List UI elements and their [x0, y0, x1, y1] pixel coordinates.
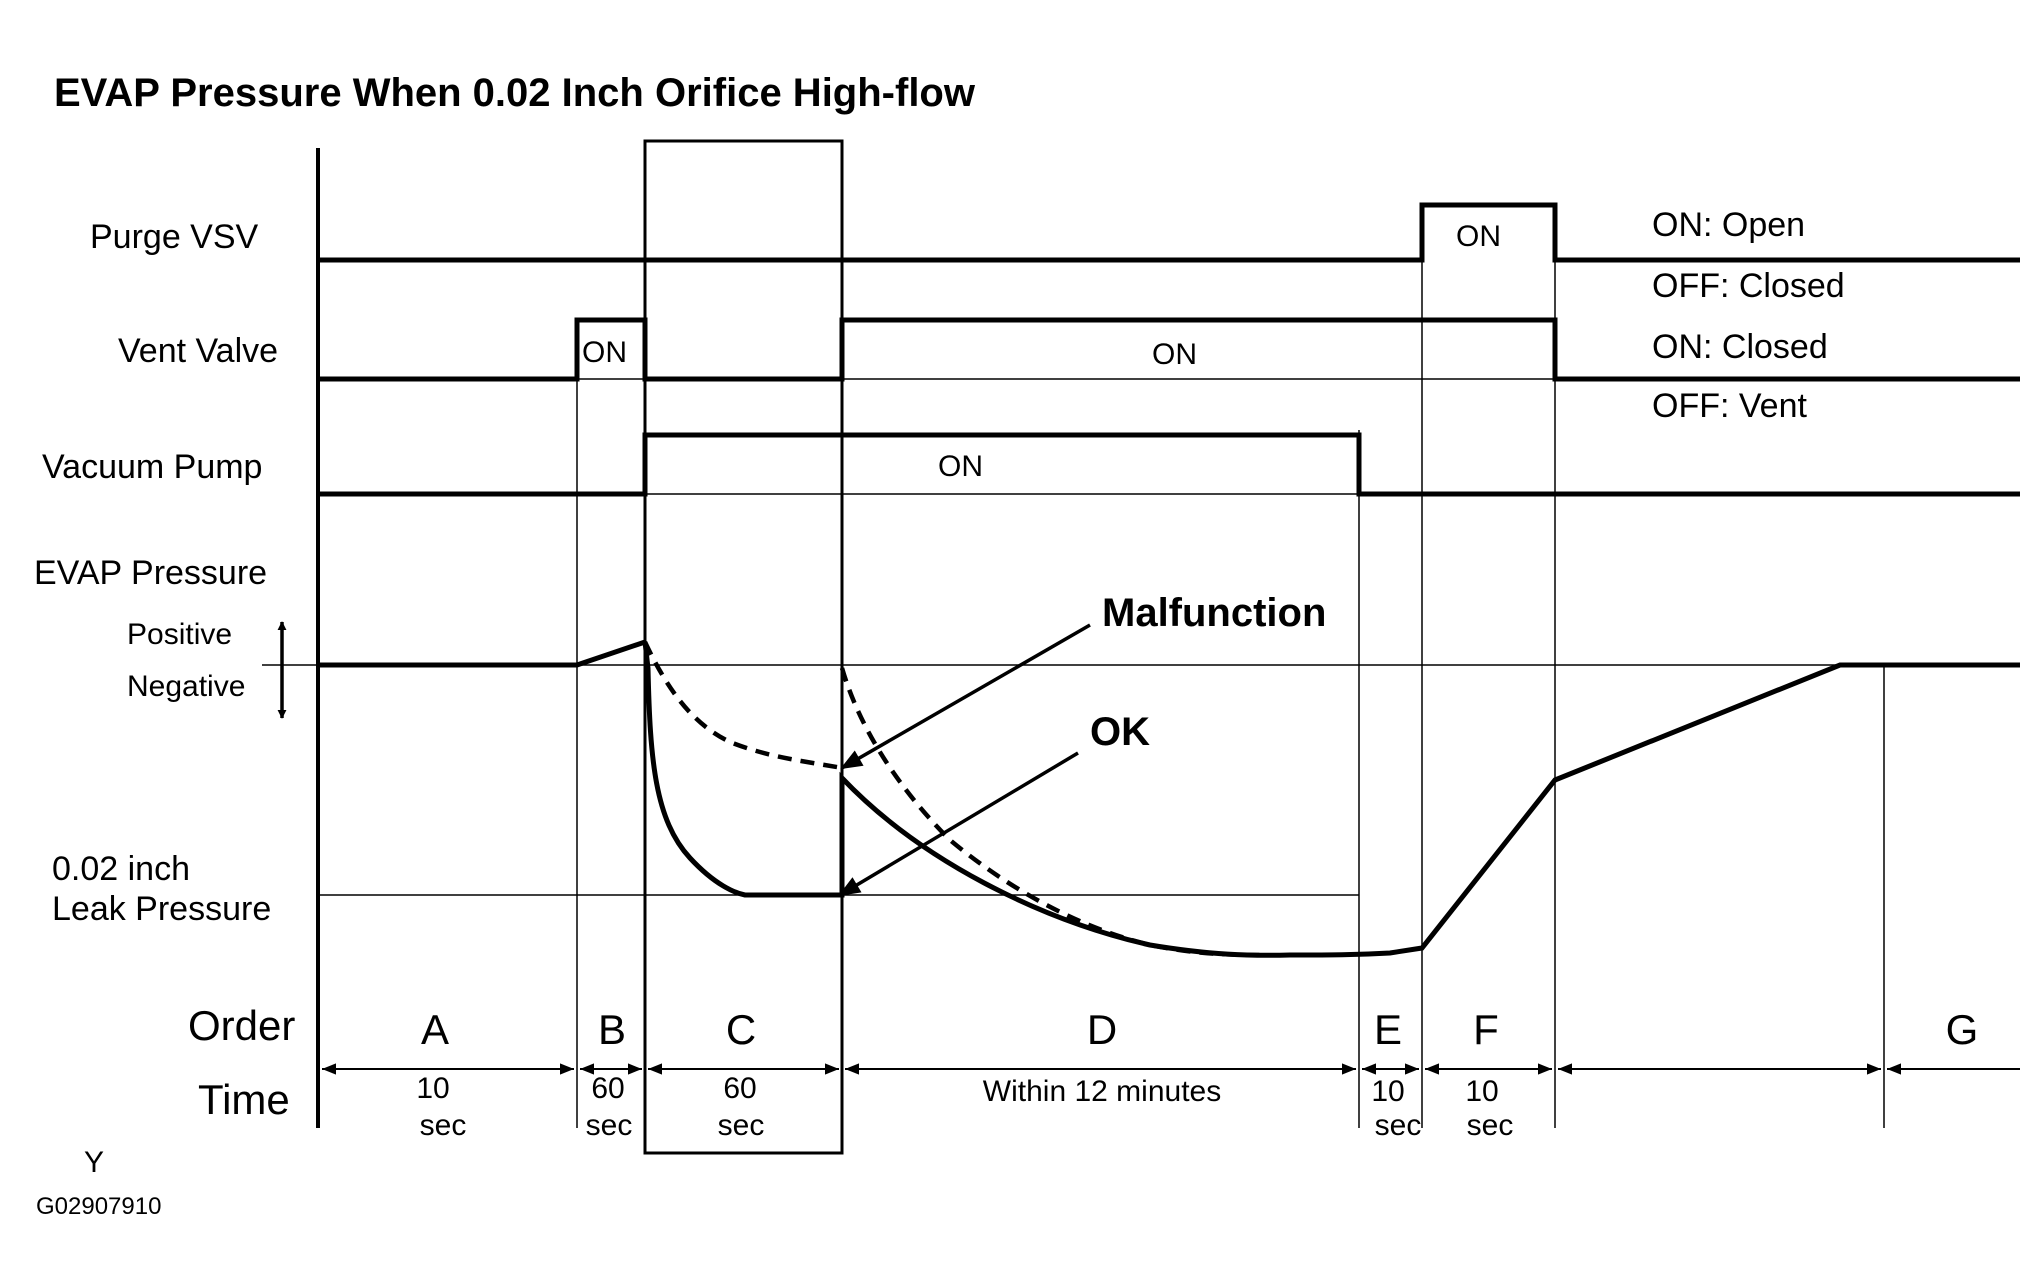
time-a-value: 10 [416, 1072, 449, 1105]
order-steps: A B C D E F G [421, 1006, 1978, 1053]
negative-label: Negative [127, 670, 245, 703]
vent-valve-label: Vent Valve [118, 332, 278, 370]
time-b-unit: sec [586, 1109, 633, 1142]
time-c-value: 60 [723, 1072, 756, 1105]
time-f-unit: sec [1467, 1109, 1514, 1142]
time-e-value: 10 [1371, 1075, 1404, 1108]
malfunction-arrow-icon [840, 623, 1091, 770]
phase-boundaries [576, 258, 1885, 1128]
footer-mark: Y [84, 1146, 104, 1179]
order-row-label: Order [188, 1002, 295, 1049]
diagram-title: EVAP Pressure When 0.02 Inch Orifice Hig… [54, 71, 976, 115]
vent-valve-legend-off: OFF: Vent [1652, 387, 1807, 425]
time-d-value: Within 12 minutes [983, 1075, 1221, 1108]
leak-pressure-label-line2: Leak Pressure [52, 890, 271, 928]
order-step-e: E [1374, 1006, 1402, 1053]
purge-vsv-on-text: ON [1456, 220, 1501, 253]
time-values: 10 sec 60 sec 60 sec Within 12 minutes 1… [416, 1072, 1513, 1142]
vent-valve-signal [318, 317, 2020, 382]
ok-label: OK [1090, 710, 1150, 754]
phase-c-highlight-frame [643, 139, 844, 1155]
time-e-unit: sec [1375, 1109, 1422, 1142]
pressure-curve-malfunction-c [642, 641, 843, 771]
order-step-d: D [1087, 1006, 1117, 1053]
purge-vsv-signal [318, 202, 2020, 263]
positive-label: Positive [127, 618, 232, 651]
pressure-curve-malfunction-d [839, 667, 1261, 958]
time-b-value: 60 [591, 1072, 624, 1105]
ok-arrow-icon [838, 751, 1079, 897]
purge-vsv-legend-off: OFF: Closed [1652, 267, 1845, 305]
leak-pressure-label-line1: 0.02 inch [52, 850, 190, 888]
vacuum-pump-label: Vacuum Pump [42, 448, 262, 486]
pressure-curve-ok [642, 641, 2020, 958]
vent-valve-legend-on: ON: Closed [1652, 328, 1828, 366]
time-a-unit: sec [420, 1109, 467, 1142]
time-f-value: 10 [1465, 1075, 1498, 1108]
evap-pressure-label: EVAP Pressure [34, 554, 267, 592]
vacuum-pump-on-text: ON [938, 450, 983, 483]
order-step-f: F [1473, 1006, 1499, 1053]
vacuum-pump-signal [318, 432, 2020, 497]
time-row-label: Time [198, 1076, 290, 1123]
purge-vsv-label: Purge VSV [90, 218, 259, 256]
vent-valve-on-text-d: ON [1152, 338, 1197, 371]
order-step-g: G [1946, 1006, 1979, 1053]
figure-code: G02907910 [36, 1193, 161, 1220]
order-step-c: C [726, 1006, 756, 1053]
order-step-a: A [421, 1006, 449, 1053]
vent-valve-on-text-b: ON [582, 336, 627, 369]
time-c-unit: sec [718, 1109, 765, 1142]
malfunction-label: Malfunction [1102, 591, 1326, 635]
pressure-curve-a-b [318, 639, 646, 668]
purge-vsv-legend-on: ON: Open [1652, 206, 1805, 244]
order-step-b: B [598, 1006, 626, 1053]
